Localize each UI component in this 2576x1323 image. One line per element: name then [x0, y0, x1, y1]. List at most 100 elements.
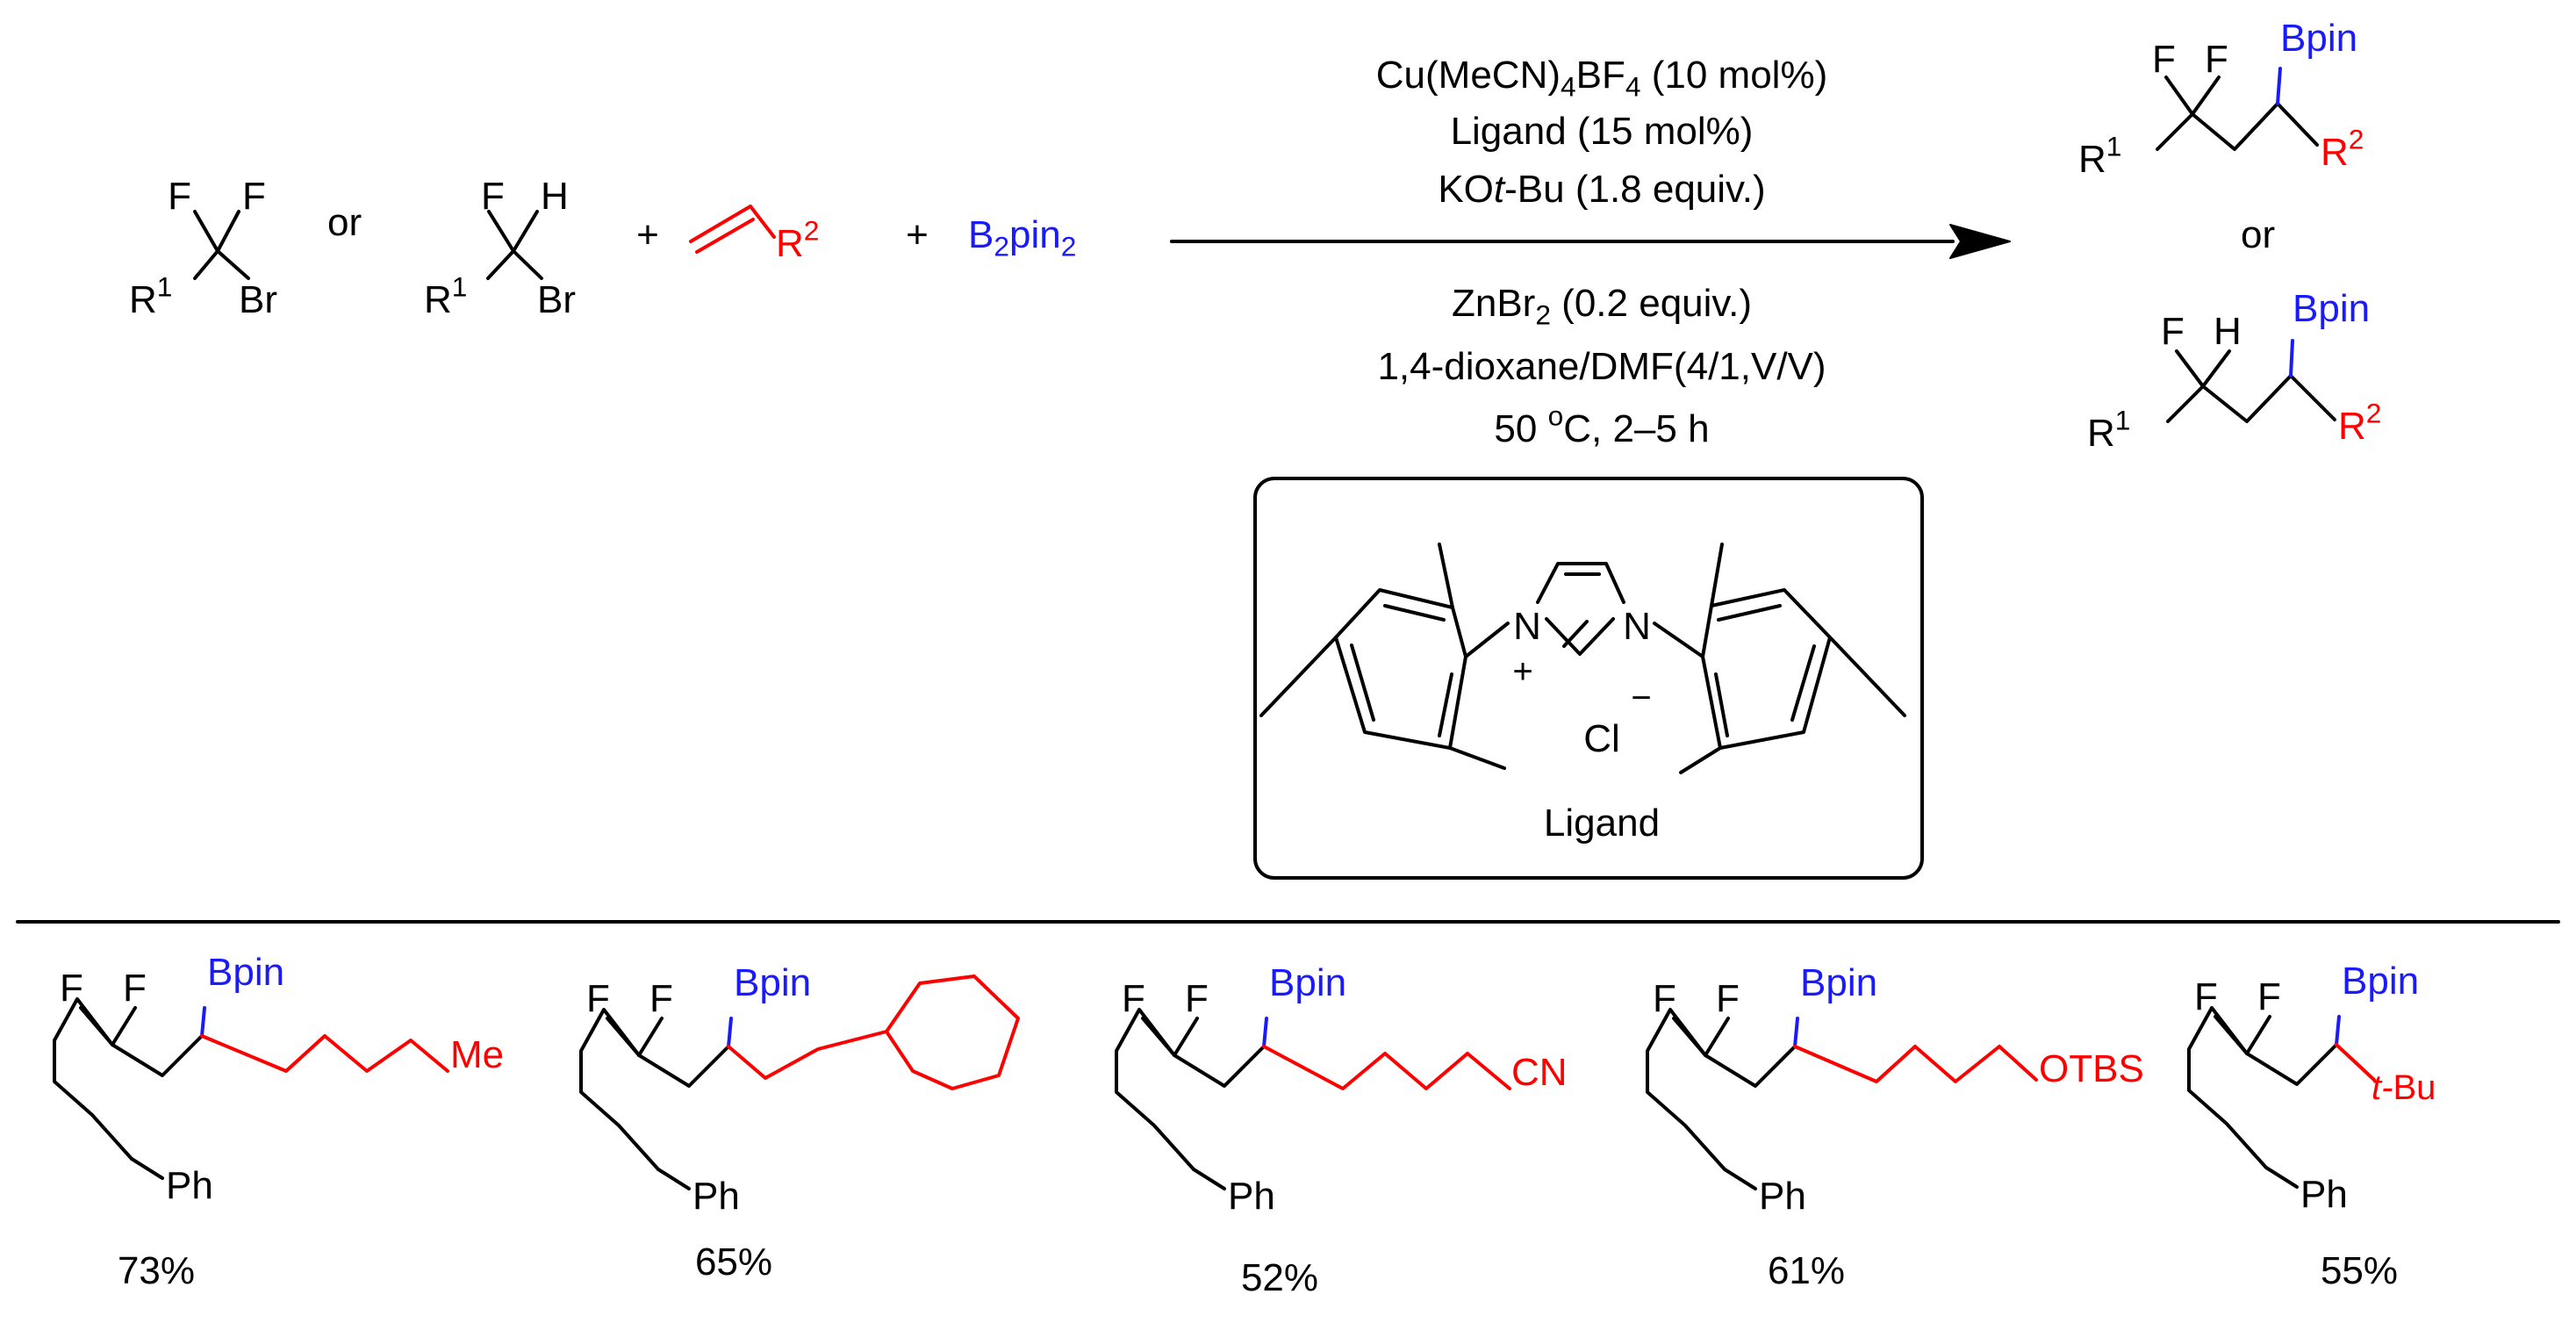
atom-f: F — [2257, 975, 2281, 1018]
atom-f-part: F — [168, 175, 191, 218]
bond-to-bpin — [1793, 1017, 1799, 1048]
chain-skeleton — [1646, 1008, 1797, 1171]
ligand-label-part: Ligand — [1544, 802, 1660, 845]
group-tbu-part: t- — [2371, 1068, 2393, 1107]
atom-n-plus: N — [1513, 605, 1541, 648]
substituent-r2-part: 2 — [2366, 398, 2382, 429]
atom-f-part: F — [586, 977, 610, 1020]
bond-to-f — [2191, 75, 2221, 116]
condition-solvent-part: 4 — [1687, 345, 1708, 388]
bond-to-bpin — [2289, 339, 2294, 377]
mesityl-inner — [1383, 604, 1446, 622]
condition-solvent-part: /1,V/V) — [1708, 345, 1826, 388]
phenyl-label: Ph — [692, 1175, 740, 1218]
phenyl-label: Ph — [1759, 1175, 1806, 1218]
yield-label: 61% — [1768, 1249, 1845, 1292]
product-skeleton — [2166, 374, 2336, 423]
atom-f-part: F — [649, 977, 673, 1020]
alkene-bond — [689, 205, 776, 243]
atom-f-part: F — [2194, 975, 2218, 1018]
plus-sign: + — [906, 213, 929, 256]
boron-pinacol-part: Bpin — [207, 951, 284, 994]
atom-f: F — [168, 175, 191, 218]
methyl-bond — [1438, 543, 1454, 609]
chain-red — [200, 1034, 449, 1073]
reagent-b2pin2-part: 2 — [994, 231, 1009, 262]
mesityl-inner — [1717, 604, 1782, 622]
substituent-r1: R1 — [2078, 131, 2121, 181]
substituent-r2: R2 — [2321, 124, 2364, 174]
substituent-r2-part: 2 — [2349, 124, 2364, 155]
atom-f: F — [481, 175, 505, 218]
yield-label: 65% — [695, 1240, 772, 1283]
condition-base: KOt-Bu (1.8 equiv.) — [1438, 168, 1765, 211]
yield-label-part: 65% — [695, 1240, 772, 1283]
plus-sign-part: + — [636, 213, 659, 256]
plus-sign-part: + — [906, 213, 929, 256]
reaction-arrow-head — [1949, 224, 2011, 259]
yield-label-part: 55% — [2321, 1249, 2398, 1292]
yield-label: 55% — [2321, 1249, 2398, 1292]
product-skeleton — [2156, 102, 2319, 151]
methyl-bond — [1828, 636, 1906, 717]
atom-f: F — [2152, 38, 2176, 81]
bond-to-f — [637, 1017, 664, 1057]
bond-to-f — [2245, 1015, 2271, 1055]
atom-br: Br — [239, 278, 277, 321]
chain-skeleton — [579, 1008, 730, 1171]
substituent-r1-part: 1 — [452, 271, 468, 303]
boron-pinacol-part: Bpin — [1800, 961, 1877, 1004]
yield-label: 73% — [118, 1249, 195, 1292]
atom-h: H — [541, 175, 569, 218]
condition-zinc: ZnBr2 (0.2 equiv.) — [1452, 282, 1752, 331]
ligand-box — [1253, 477, 1924, 880]
chain-red — [2335, 1043, 2376, 1082]
methyl-bond — [1448, 746, 1506, 770]
atom-f-part: F — [2161, 310, 2185, 353]
bond-to-f — [1141, 1017, 1176, 1057]
atom-f: F — [1185, 977, 1209, 1020]
atom-n-plus-part: N — [1513, 605, 1541, 648]
atom-f: F — [1122, 977, 1145, 1020]
boron-pinacol-part: Bpin — [2280, 17, 2357, 60]
boron-pinacol: Bpin — [2280, 17, 2357, 60]
substituent-r2-part: R — [2338, 405, 2366, 448]
phenyl-label: Ph — [166, 1164, 213, 1207]
chain-skeleton — [2187, 1006, 2338, 1169]
condition-catalyst-part: 4 — [1625, 71, 1641, 103]
group-tbu: t-Bu — [2371, 1068, 2436, 1107]
alkene-double — [695, 218, 755, 254]
reagent-b2pin2-part: 2 — [1061, 231, 1077, 262]
methyl-bond — [1679, 746, 1722, 774]
bond-to-f — [79, 1006, 114, 1046]
atom-h: H — [2214, 310, 2242, 353]
atom-f-part: F — [481, 175, 505, 218]
plus-sign: + — [636, 213, 659, 256]
atom-f: F — [2161, 310, 2185, 353]
group-otbs: OTBS — [2039, 1047, 2144, 1090]
word-or: or — [327, 201, 362, 244]
yield-label-part: 73% — [118, 1249, 195, 1292]
bond-to-ph — [1192, 1168, 1226, 1190]
counterion-cl-part: Cl — [1583, 717, 1620, 760]
atom-f-part: F — [1716, 977, 1740, 1020]
phenyl-label-part: Ph — [2300, 1173, 2348, 1216]
atom-br: Br — [537, 278, 576, 321]
substituent-r2: R2 — [2338, 398, 2381, 448]
bond-to-ph — [2264, 1166, 2299, 1189]
word-or-part: or — [2241, 213, 2275, 256]
bond-to-f — [1704, 1017, 1730, 1057]
group-me: Me — [450, 1033, 504, 1076]
condition-zinc-part: ZnBr — [1452, 282, 1535, 325]
condition-ligand: Ligand (15 mol%) — [1451, 110, 1754, 153]
ligand-label: Ligand — [1544, 802, 1660, 845]
reagent-b2pin2-part: pin — [1009, 213, 1061, 256]
condition-catalyst-part: 4 — [1561, 71, 1576, 103]
boron-pinacol-part: Bpin — [1269, 961, 1346, 1004]
condition-catalyst: Cu(MeCN)4BF4 (10 mol%) — [1376, 54, 1827, 103]
atom-f: F — [2194, 975, 2218, 1018]
atom-f-part: F — [1185, 977, 1209, 1020]
bond-chf-h — [512, 210, 539, 253]
atom-n-part: N — [1623, 605, 1651, 648]
